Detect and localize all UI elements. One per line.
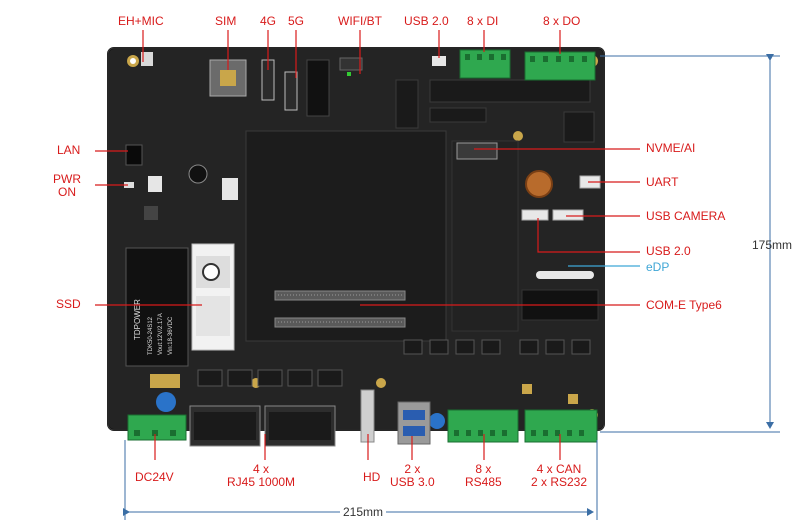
label-pwr-on: PWR ON [53,172,81,199]
label-width-dimension: 215mm [340,505,387,519]
usb3-connector [397,401,431,445]
label-lan: LAN [57,143,81,157]
lan-header [125,144,143,166]
label-nvme-ai: NVME/AI [646,141,696,155]
svg-text:TDPOWER: TDPOWER [133,299,142,340]
dc24v-terminal [127,414,187,441]
nvme-slot [456,142,498,160]
label-usb20-right: USB 2.0 [646,244,691,258]
label-5g: 5G [288,14,305,28]
label-4g: 4G [260,14,277,28]
label-sim: SIM [215,14,237,28]
label-rs485: 8 x RS485 [465,462,502,489]
svg-text:TDK50-24S12: TDK50-24S12 [148,316,154,355]
label-come-type6: COM-E Type6 [646,298,722,312]
label-wifi-bt: WIFI/BT [338,14,382,28]
label-usb30: 2 x USB 3.0 [390,462,435,489]
label-hd: HD [363,470,381,484]
come-module-area [245,130,447,342]
label-usb-camera: USB CAMERA [646,209,726,223]
label-ssd: SSD [56,297,81,311]
leader-usb20-right [537,218,640,253]
label-do: 8 x DO [543,14,581,28]
svg-text:Vin:18-36VDC: Vin:18-36VDC [168,316,174,355]
svg-text:Vout:12V/2.17A: Vout:12V/2.17A [158,313,164,355]
label-uart: UART [646,175,679,189]
rs485-terminal [447,409,519,443]
come-connector-bottom [274,317,406,328]
label-dc24v: DC24V [135,470,174,484]
label-height-dimension: 175mm [752,238,793,252]
label-di: 8 x DI [467,14,499,28]
label-usb20-top: USB 2.0 [404,14,449,28]
label-rj45: 4 x RJ45 1000M [227,462,296,489]
power-module [125,247,189,367]
m2-5g-slot [284,71,298,111]
label-can-rs232: 4 x CAN 2 x RS232 [531,462,588,489]
label-eh-mic: EH+MIC [118,14,164,28]
can-rs232-terminal [524,409,598,443]
come-connector-top [274,290,406,301]
label-edp: eDP [646,260,670,274]
